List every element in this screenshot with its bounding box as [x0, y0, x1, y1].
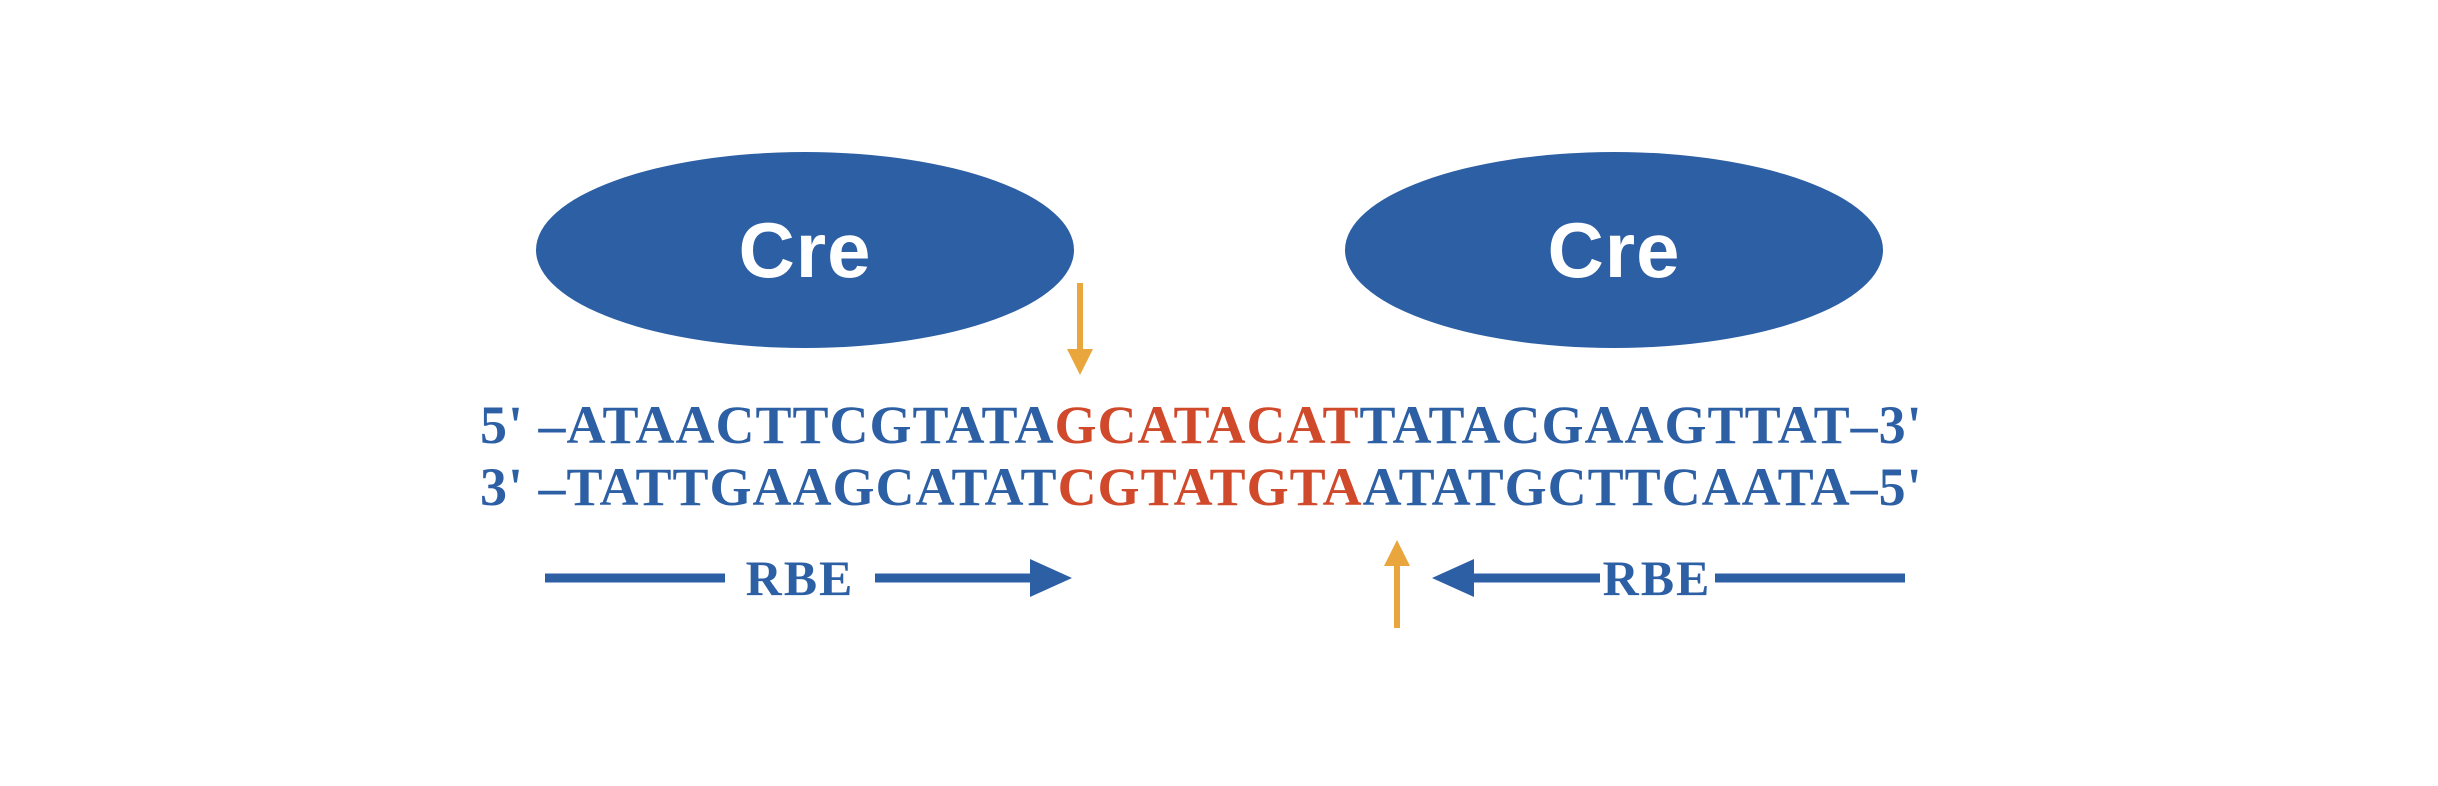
bottom-strand-5-prime-label: –5' — [1850, 457, 1923, 517]
cre-right-label: Cre — [1547, 205, 1681, 294]
top-strand-3-prime-label: –3' — [1850, 395, 1923, 455]
bottom-strand-spacer: CGTATGTA — [1057, 457, 1363, 517]
cleavage-arrow-down-icon — [1067, 283, 1093, 375]
cleavage-arrow-up-icon — [1384, 540, 1410, 628]
top-strand-spacer: GCATACAT — [1054, 395, 1360, 455]
top-strand-sequence: 5' –ATAACTTCGTATAGCATACATTATACGAAGTTAT–3… — [480, 398, 1923, 452]
bottom-strand-3-prime-label: 3' – — [480, 457, 567, 517]
top-strand-left-arm: ATAACTTCGTATA — [566, 395, 1055, 455]
cre-protein-left-ellipse: Cre — [536, 152, 1074, 348]
rbe-right-label: RBE — [1602, 550, 1712, 606]
rbe-left-label: RBE — [745, 550, 855, 606]
bottom-strand-left-arm: TATTGAAGCATAT — [566, 457, 1058, 517]
cre-left-label: Cre — [738, 205, 872, 294]
top-strand-5-prime-label: 5' – — [480, 395, 567, 455]
bottom-strand-right-arm: ATATGCTTCAATA — [1362, 457, 1851, 517]
top-strand-right-arm: TATACGAAGTTAT — [1359, 395, 1851, 455]
cre-protein-right-ellipse: Cre — [1345, 152, 1883, 348]
bottom-strand-sequence: 3' –TATTGAAGCATATCGTATGTAATATGCTTCAATA–5… — [480, 460, 1923, 514]
